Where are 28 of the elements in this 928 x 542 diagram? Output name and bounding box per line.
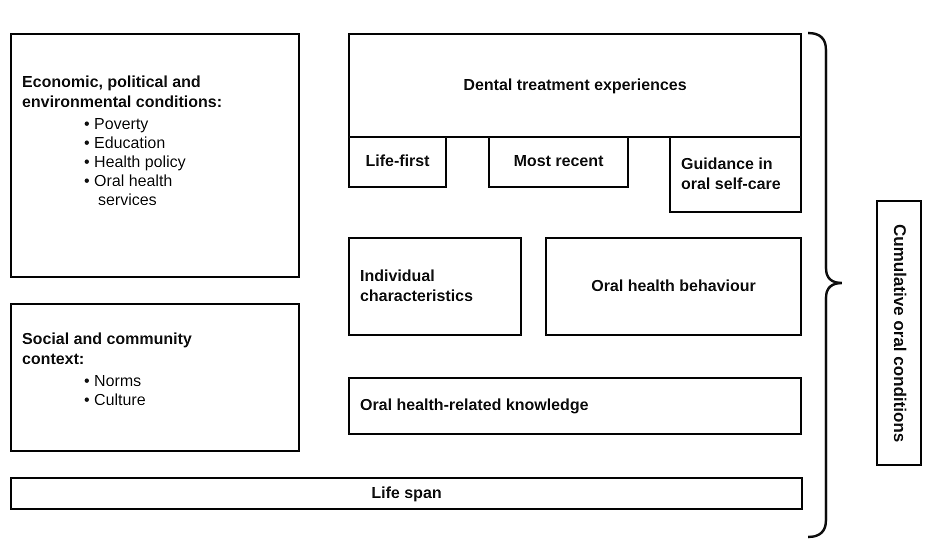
bullet-item: • Health policy	[84, 153, 187, 172]
factor-box	[545, 237, 802, 336]
factor-box	[10, 33, 300, 278]
bullet-item: • Norms	[84, 372, 142, 391]
factor-box	[10, 477, 803, 510]
factor-box	[348, 377, 802, 435]
box-heading: Economic, political and environmental conditions:	[22, 73, 224, 113]
factor-box	[348, 237, 522, 336]
box-heading: Social and community context:	[22, 330, 193, 370]
rotated-label: Cumulative oral conditions	[889, 224, 909, 442]
box-label: Most recent	[514, 152, 604, 172]
bullet-item: • Poverty	[84, 115, 150, 134]
bullet-item: • Oral health services	[84, 172, 174, 210]
box-label: Guidance in oral self-care	[681, 154, 782, 194]
factor-box	[669, 136, 802, 213]
box-label: Life span	[371, 484, 442, 504]
box-label: Life-first	[366, 152, 430, 172]
factor-box	[488, 136, 629, 188]
box-label: Oral health-related knowledge	[360, 396, 588, 416]
box-label: Dental treatment experiences	[463, 76, 687, 96]
factor-box	[348, 33, 802, 138]
box-label: Individual characteristics	[360, 266, 474, 306]
bullet-item: • Education	[84, 134, 166, 153]
box-label: Oral health behaviour	[591, 276, 756, 296]
bullet-item: • Culture	[84, 391, 147, 410]
factor-box	[348, 136, 447, 188]
outcome-box	[876, 200, 922, 466]
factor-box	[10, 303, 300, 452]
